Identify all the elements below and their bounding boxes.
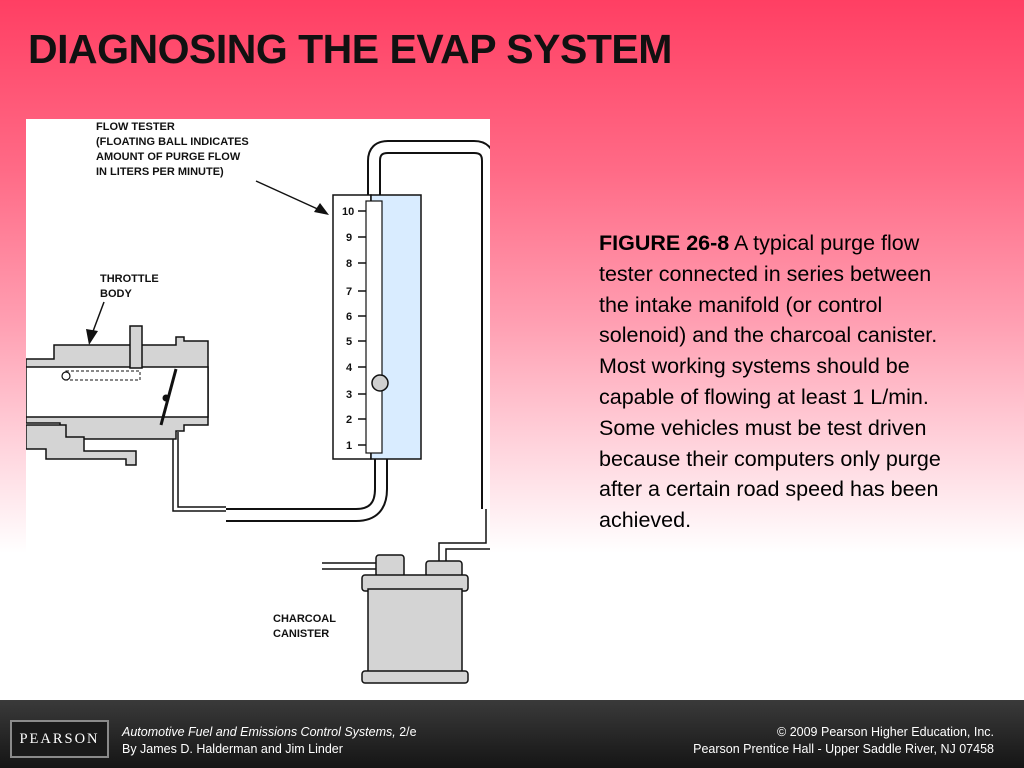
throttle-body-label-line-2: BODY bbox=[100, 288, 132, 300]
throttle-body-label-line-1: THROTTLE bbox=[100, 273, 159, 285]
charcoal-canister bbox=[322, 509, 490, 684]
flow-tester-label-line-3: AMOUNT OF PURGE FLOW bbox=[96, 151, 241, 163]
scale-number: 1 bbox=[346, 440, 352, 452]
flow-tester-label-line-2: (FLOATING BALL INDICATES bbox=[96, 136, 249, 148]
footer-book-info: Automotive Fuel and Emissions Control Sy… bbox=[122, 724, 417, 758]
book-title: Automotive Fuel and Emissions Control Sy… bbox=[122, 725, 396, 739]
throttle-body-arrow-line bbox=[91, 301, 105, 335]
footer-copyright: © 2009 Pearson Higher Education, Inc. Pe… bbox=[693, 724, 994, 758]
scale-number: 5 bbox=[346, 336, 352, 348]
slide-title: DIAGNOSING THE EVAP SYSTEM bbox=[28, 26, 672, 72]
flow-tester-label-line-4: IN LITERS PER MINUTE) bbox=[96, 166, 224, 178]
throttle-body bbox=[26, 325, 209, 466]
scale-number: 8 bbox=[346, 258, 352, 270]
purge-flow-tester-diagram: FLOW TESTER (FLOATING BALL INDICATES AMO… bbox=[26, 119, 490, 685]
floating-ball bbox=[371, 374, 389, 392]
caption-text: A typical purge flow tester connected in… bbox=[599, 231, 941, 533]
book-edition: 2/e bbox=[395, 725, 417, 739]
pearson-logo: PEARSON bbox=[10, 720, 109, 758]
book-authors: By James D. Halderman and Jim Linder bbox=[122, 742, 343, 756]
flow-scale: 10 9 8 7 6 5 4 3 2 1 bbox=[342, 206, 366, 452]
flow-tester-arrow-line bbox=[255, 180, 323, 212]
diagram-svg: FLOW TESTER (FLOATING BALL INDICATES AMO… bbox=[26, 121, 490, 684]
throttle-vacuum-line bbox=[172, 432, 226, 512]
footer-bar: PEARSON Automotive Fuel and Emissions Co… bbox=[0, 700, 1024, 768]
scale-number: 7 bbox=[346, 286, 352, 298]
flow-tester-label-line-1: FLOW TESTER bbox=[96, 121, 175, 133]
charcoal-canister-label-line-2: CANISTER bbox=[273, 628, 329, 640]
copyright-text: © 2009 Pearson Higher Education, Inc. bbox=[777, 725, 994, 739]
figure-caption: FIGURE 26-8 A typical purge flow tester … bbox=[599, 228, 944, 536]
scale-number: 4 bbox=[346, 362, 353, 374]
scale-number: 3 bbox=[346, 389, 352, 401]
charcoal-canister-label-line-1: CHARCOAL bbox=[273, 613, 336, 625]
scale-number: 10 bbox=[342, 206, 354, 218]
scale-number: 9 bbox=[346, 232, 352, 244]
throttle-body-arrow-head bbox=[86, 329, 98, 345]
flow-tester-arrow-head bbox=[314, 203, 329, 215]
scale-number: 2 bbox=[346, 414, 352, 426]
tester-to-throttle-hose bbox=[226, 459, 388, 522]
scale-number: 6 bbox=[346, 311, 352, 323]
publisher-text: Pearson Prentice Hall - Upper Saddle Riv… bbox=[693, 742, 994, 756]
figure-number: FIGURE 26-8 bbox=[599, 231, 730, 255]
